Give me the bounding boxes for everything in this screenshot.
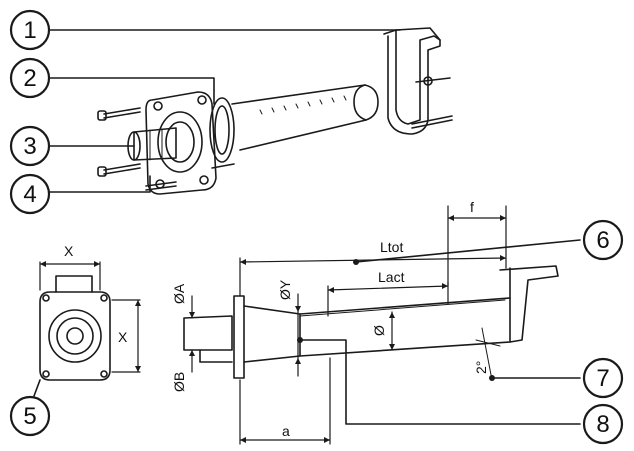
leader-4 xyxy=(47,175,151,193)
bracket-fasteners xyxy=(411,76,453,129)
gasket-ring xyxy=(209,97,235,163)
callout-6-circle xyxy=(582,219,624,261)
callout-8: 8 xyxy=(596,411,609,438)
dim-ltot: Ltot xyxy=(380,239,403,255)
callout-4: 4 xyxy=(23,181,36,208)
callout-8-circle xyxy=(582,403,624,445)
callout-5-circle xyxy=(9,395,51,437)
dim-dia: Ø xyxy=(371,325,387,336)
tube-exploded xyxy=(231,84,379,151)
dim-dia-a: ØA xyxy=(171,283,187,304)
dim-angle: 2° xyxy=(473,361,489,374)
callout-7: 7 xyxy=(596,365,609,392)
callout-7-circle xyxy=(582,357,624,399)
callout-2: 2 xyxy=(23,65,36,92)
dim-x-side: X xyxy=(118,329,128,345)
callout-4-circle xyxy=(9,173,51,215)
leader-2 xyxy=(47,77,215,105)
dim-a: a xyxy=(282,423,290,439)
callout-1-circle xyxy=(9,9,51,51)
leader-5 xyxy=(33,379,41,397)
callout-3: 3 xyxy=(23,133,36,160)
dim-lact: Lact xyxy=(378,269,405,285)
dim-dia-b: ØB xyxy=(171,372,187,392)
end-view xyxy=(39,275,111,381)
callout-5: 5 xyxy=(23,403,36,430)
leader-6 xyxy=(355,239,581,263)
leader-8 xyxy=(299,339,581,425)
dim-x-top: X xyxy=(64,243,74,259)
callout-3-circle xyxy=(9,125,51,167)
dim-f: f xyxy=(470,199,474,215)
callout-6: 6 xyxy=(596,227,609,254)
callout-2-circle xyxy=(9,57,51,99)
dim-dia-y: ØY xyxy=(277,279,293,300)
screws xyxy=(97,107,235,191)
flange-plate xyxy=(145,91,217,195)
side-view-burner xyxy=(183,265,559,379)
callout-1: 1 xyxy=(23,17,36,44)
